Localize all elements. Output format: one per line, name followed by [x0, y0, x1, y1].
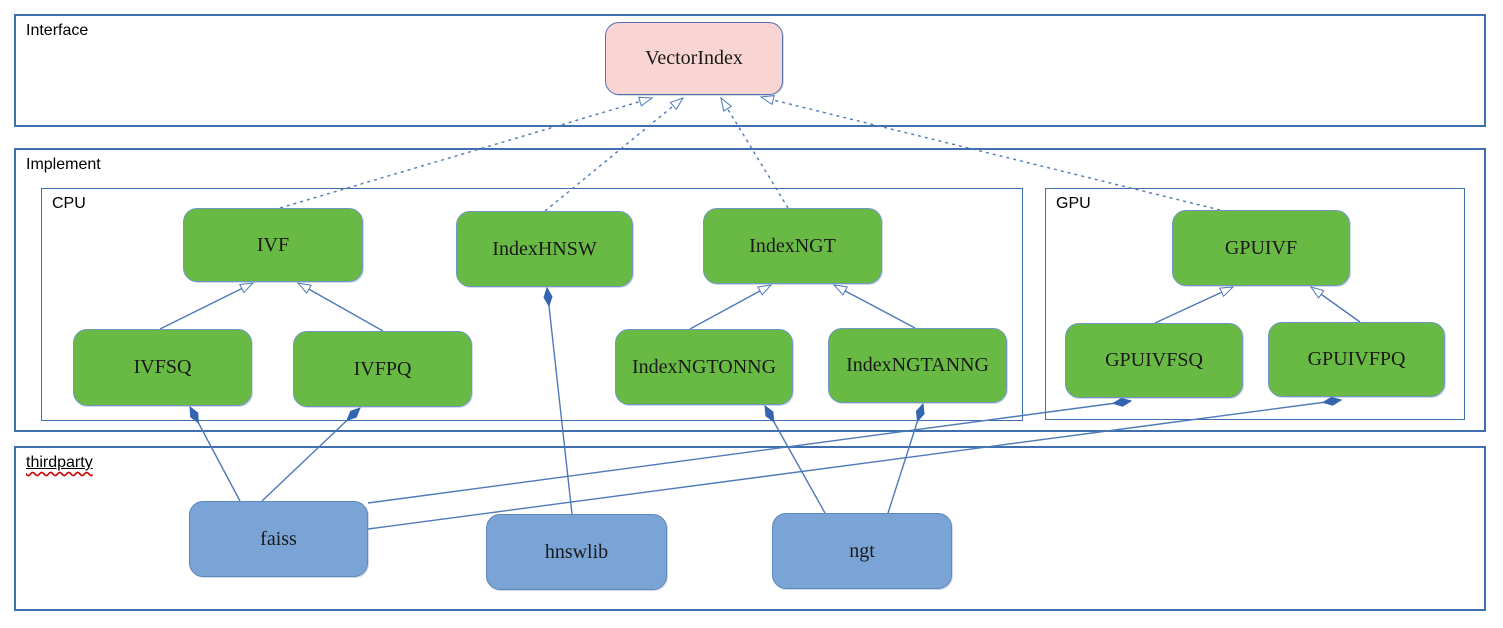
edge-gpuivf-implements-vectorindex — [759, 95, 1221, 211]
node-indexngtanng[interactable]: IndexNGTANNG — [828, 328, 1007, 403]
node-vectorindex[interactable]: VectorIndex — [605, 22, 783, 95]
edge-indexngt-implements-vectorindex — [720, 96, 789, 209]
interface-section: Interface — [14, 14, 1486, 127]
edge-faiss-composes-ivfsq — [189, 407, 241, 502]
thirdparty-label-text: thirdparty — [26, 454, 93, 471]
edge-ivfpq-extends-ivf — [296, 282, 384, 332]
interface-section-label: Interface — [26, 22, 89, 39]
thirdparty-section-label: thirdparty — [26, 454, 93, 472]
edge-faiss-composes-ivfpq — [261, 408, 360, 502]
edge-faiss-composes-gpuivfsq — [367, 401, 1131, 504]
node-ivf[interactable]: IVF — [183, 208, 363, 282]
implement-section-label: Implement — [26, 156, 101, 173]
edge-gpuivfsq-extends-gpuivf — [1154, 286, 1235, 324]
node-gpuivf[interactable]: GPUIVF — [1172, 210, 1350, 286]
node-indexhnsw[interactable]: IndexHNSW — [456, 211, 633, 287]
node-gpuivfsq[interactable]: GPUIVFSQ — [1065, 323, 1243, 398]
edge-indexngtonng-extends-indexngt — [689, 284, 773, 330]
edge-ngt-composes-indexngtonng — [764, 406, 826, 514]
edge-indexngtanng-extends-indexngt — [832, 284, 916, 329]
edge-ivfsq-extends-ivf — [159, 282, 255, 330]
cpu-group: CPU — [41, 188, 1023, 421]
node-hnswlib[interactable]: hnswlib — [486, 514, 667, 590]
node-faiss[interactable]: faiss — [189, 501, 368, 577]
edge-ivf-implements-vectorindex — [279, 96, 654, 209]
node-ivfsq[interactable]: IVFSQ — [73, 329, 252, 406]
edge-hnswlib-composes-indexhnsw — [547, 288, 573, 515]
gpu-group: GPU — [1045, 188, 1465, 420]
edge-faiss-composes-gpuivfpq — [367, 400, 1341, 530]
node-ivfpq[interactable]: IVFPQ — [293, 331, 472, 407]
implement-section: Implement — [14, 148, 1486, 432]
node-ngt[interactable]: ngt — [772, 513, 952, 589]
node-gpuivfpq[interactable]: GPUIVFPQ — [1268, 322, 1445, 397]
cpu-group-label: CPU — [52, 195, 86, 212]
thirdparty-section: thirdparty — [14, 446, 1486, 611]
edge-ngt-composes-indexngtanng — [887, 404, 923, 514]
node-indexngt[interactable]: IndexNGT — [703, 208, 882, 284]
edge-indexhnsw-implements-vectorindex — [544, 97, 685, 212]
gpu-group-label: GPU — [1056, 195, 1091, 212]
node-indexngtonng[interactable]: IndexNGTONNG — [615, 329, 793, 405]
edge-gpuivfpq-extends-gpuivf — [1309, 286, 1361, 323]
